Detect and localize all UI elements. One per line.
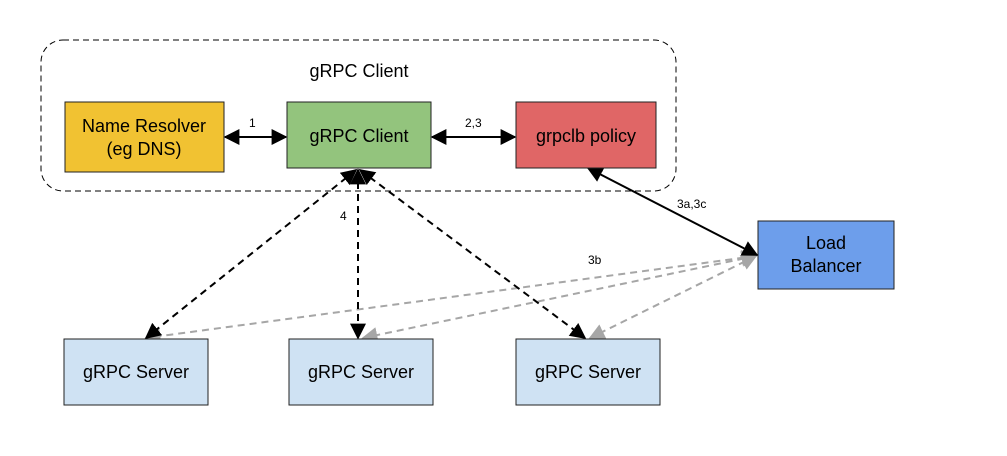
name-resolver-label-line2: (eg DNS): [106, 139, 181, 159]
grpc-server-2-box: [288, 338, 434, 406]
grpc-server-3-label: gRPC Server: [535, 362, 641, 382]
grpc-client-box: [286, 101, 432, 169]
edge-label-client-policy: 2,3: [465, 116, 482, 130]
edge-label-resolver-client: 1: [249, 116, 256, 130]
load-balancer-label-line1: Load: [806, 233, 846, 253]
edge-label-client-servers: 4: [340, 209, 347, 223]
edge-client-server-3: [358, 169, 587, 339]
node-grpclb-policy: grpclb policy: [515, 101, 657, 169]
edge-policy-balancer: [586, 167, 759, 256]
grpclb-policy-label: grpclb policy: [536, 126, 636, 146]
edge-balancer-server-3: [588, 255, 758, 339]
node-grpc-server-1: gRPC Server: [63, 338, 209, 406]
name-resolver-box: [64, 101, 225, 173]
edge-label-policy-balancer: 3a,3c: [677, 197, 706, 211]
grpc-client-group-label: gRPC Client: [309, 61, 408, 81]
solid-edges: [223, 129, 759, 256]
node-grpc-server-2: gRPC Server: [288, 338, 434, 406]
grpc-client-label: gRPC Client: [309, 126, 408, 146]
grpc-server-1-label: gRPC Server: [83, 362, 189, 382]
node-load-balancer: Load Balancer: [757, 220, 895, 290]
node-grpc-client: gRPC Client: [286, 101, 432, 169]
node-name-resolver: Name Resolver (eg DNS): [64, 101, 225, 173]
edge-client-server-1: [144, 169, 358, 339]
load-balancer-label-line2: Balancer: [790, 256, 861, 276]
name-resolver-label-line1: Name Resolver: [82, 116, 206, 136]
edge-label-balancer-servers: 3b: [588, 253, 602, 267]
grpc-server-3-box: [515, 338, 661, 406]
edge-balancer-server-2: [361, 251, 758, 343]
grpc-server-1-box: [63, 338, 209, 406]
grpclb-policy-box: [515, 101, 657, 169]
balancer-to-servers-edges: [144, 249, 758, 345]
grpc-server-2-label: gRPC Server: [308, 362, 414, 382]
client-to-servers-edges: [144, 168, 587, 340]
node-grpc-server-3: gRPC Server: [515, 338, 661, 406]
load-balancer-box: [757, 220, 895, 290]
edge-balancer-server-1: [144, 249, 758, 345]
